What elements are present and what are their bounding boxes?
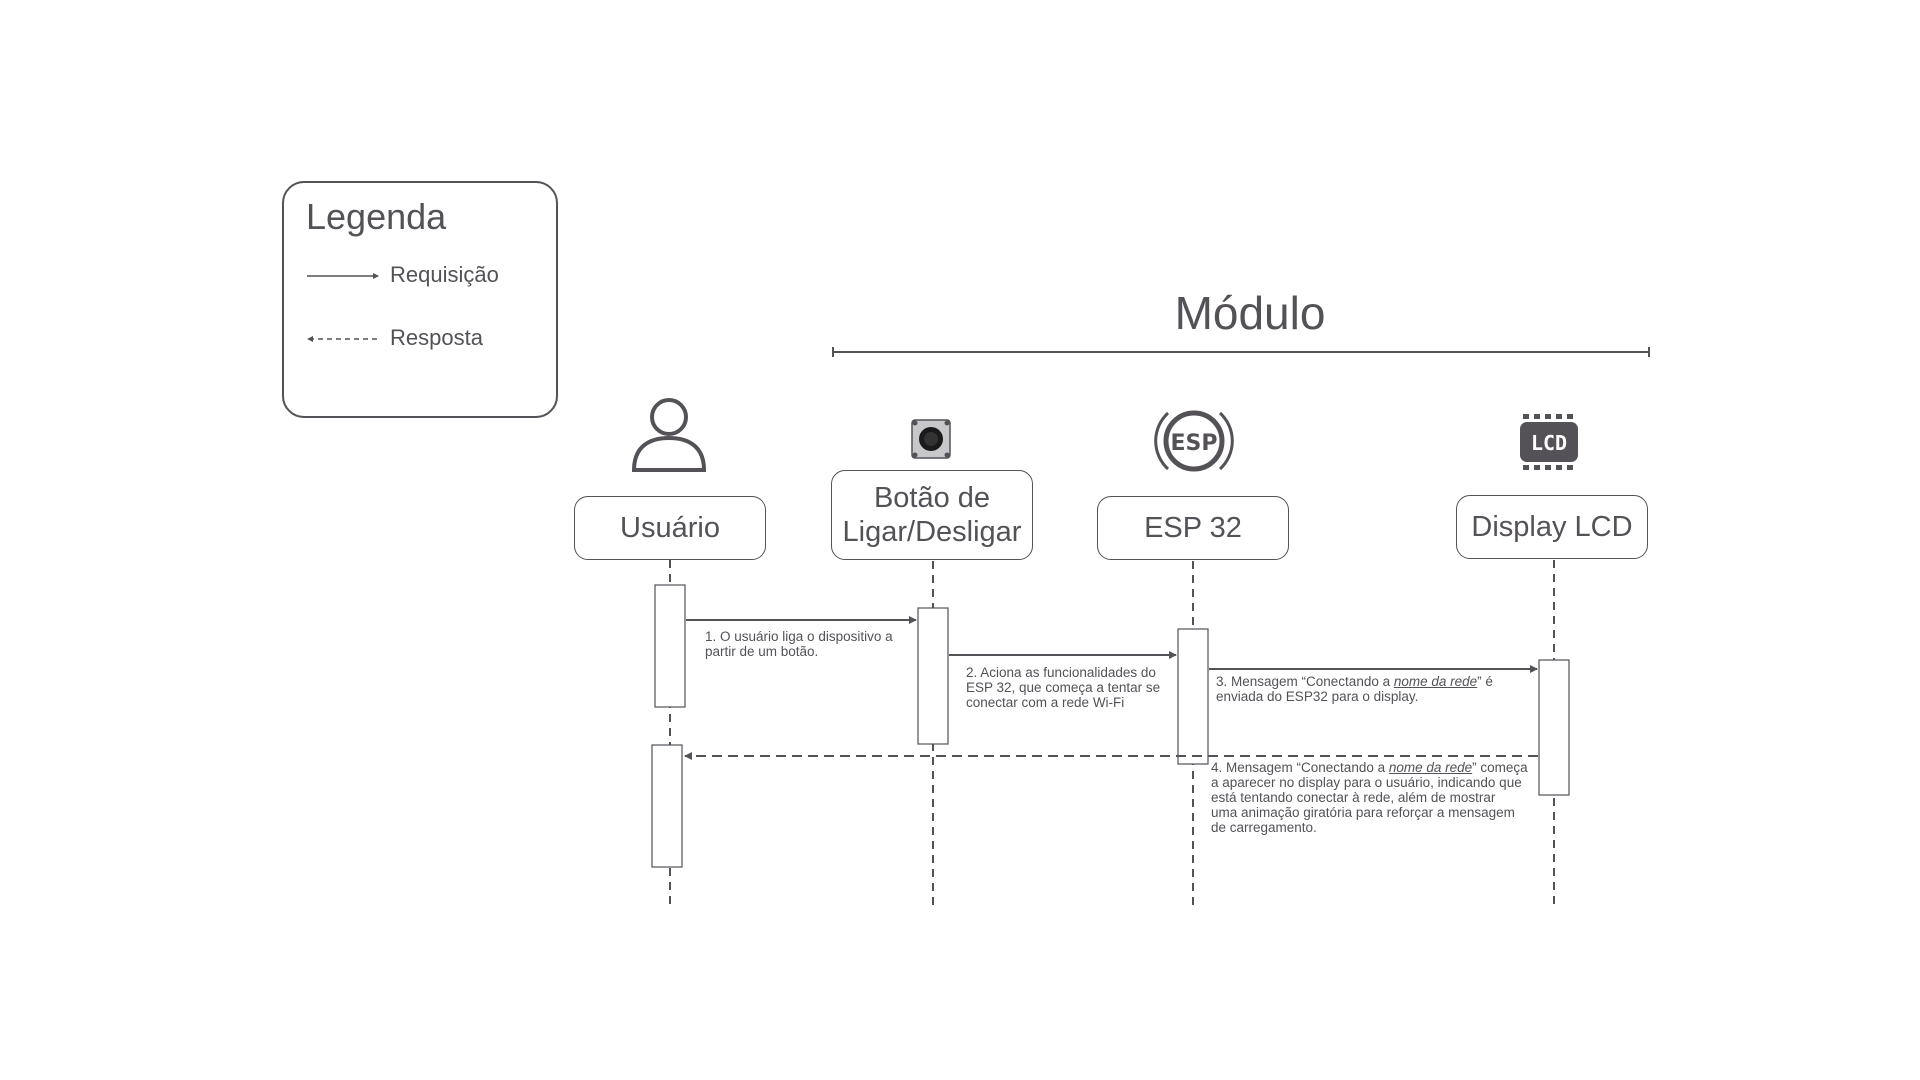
person-icon: [631, 398, 707, 472]
lcd-icon-text: LCD: [1531, 431, 1567, 455]
lcd-chip-icon: LCD: [1520, 414, 1578, 470]
message-4-line-5: de carregamento.: [1211, 820, 1317, 835]
participant-esp: ESP 32: [1097, 496, 1289, 560]
activation-user-1: [654, 584, 686, 708]
message-2-line-1: 2. Aciona as funcionalidades do: [966, 665, 1156, 680]
legend-response-label: Resposta: [390, 325, 483, 350]
message-2-line-2: ESP 32, que começa a tentar se: [966, 680, 1161, 695]
participant-button: Botão de Ligar/Desligar: [831, 470, 1033, 560]
activation-user-2: [651, 744, 683, 868]
module-title: Módulo: [1174, 287, 1326, 339]
message-1-line-1: 1. O usuário liga o dispositivo a: [705, 629, 893, 644]
message-1-text: 1. O usuário liga o dispositivo a partir…: [705, 629, 893, 659]
esp-icon-text: ESP: [1171, 431, 1218, 456]
activation-lcd: [1538, 659, 1570, 796]
module-bracket: [832, 347, 1650, 357]
message-4-line-4: uma animação giratória para reforçar a m…: [1211, 805, 1515, 820]
push-button-icon: [911, 419, 951, 459]
participant-user: Usuário: [574, 496, 766, 560]
legend-title: Legenda: [306, 196, 447, 237]
message-3-line-1: 3. Mensagem “Conectando a nome da rede” …: [1216, 674, 1493, 689]
legend-request-label: Requisição: [390, 262, 499, 287]
activation-esp: [1177, 628, 1209, 765]
message-4-line-2: a aparecer no display para o usuário, in…: [1211, 775, 1522, 790]
activation-button: [917, 607, 949, 745]
message-4-line-3: está tentando conectar à rede, além de m…: [1211, 790, 1496, 805]
esp-icon: ESP: [1154, 410, 1234, 472]
message-4-text: 4. Mensagem “Conectando a nome da rede” …: [1211, 760, 1528, 835]
participant-lcd: Display LCD: [1456, 495, 1648, 559]
message-1-line-2: partir de um botão.: [705, 644, 819, 659]
message-3-text: 3. Mensagem “Conectando a nome da rede” …: [1216, 674, 1493, 704]
message-2-line-3: conectar com a rede Wi-Fi: [966, 695, 1125, 710]
legend-box: [282, 181, 558, 418]
message-3-line-2: enviada do ESP32 para o display.: [1216, 689, 1419, 704]
message-2-text: 2. Aciona as funcionalidades do ESP 32, …: [966, 665, 1160, 710]
message-4-line-1: 4. Mensagem “Conectando a nome da rede” …: [1211, 760, 1528, 775]
